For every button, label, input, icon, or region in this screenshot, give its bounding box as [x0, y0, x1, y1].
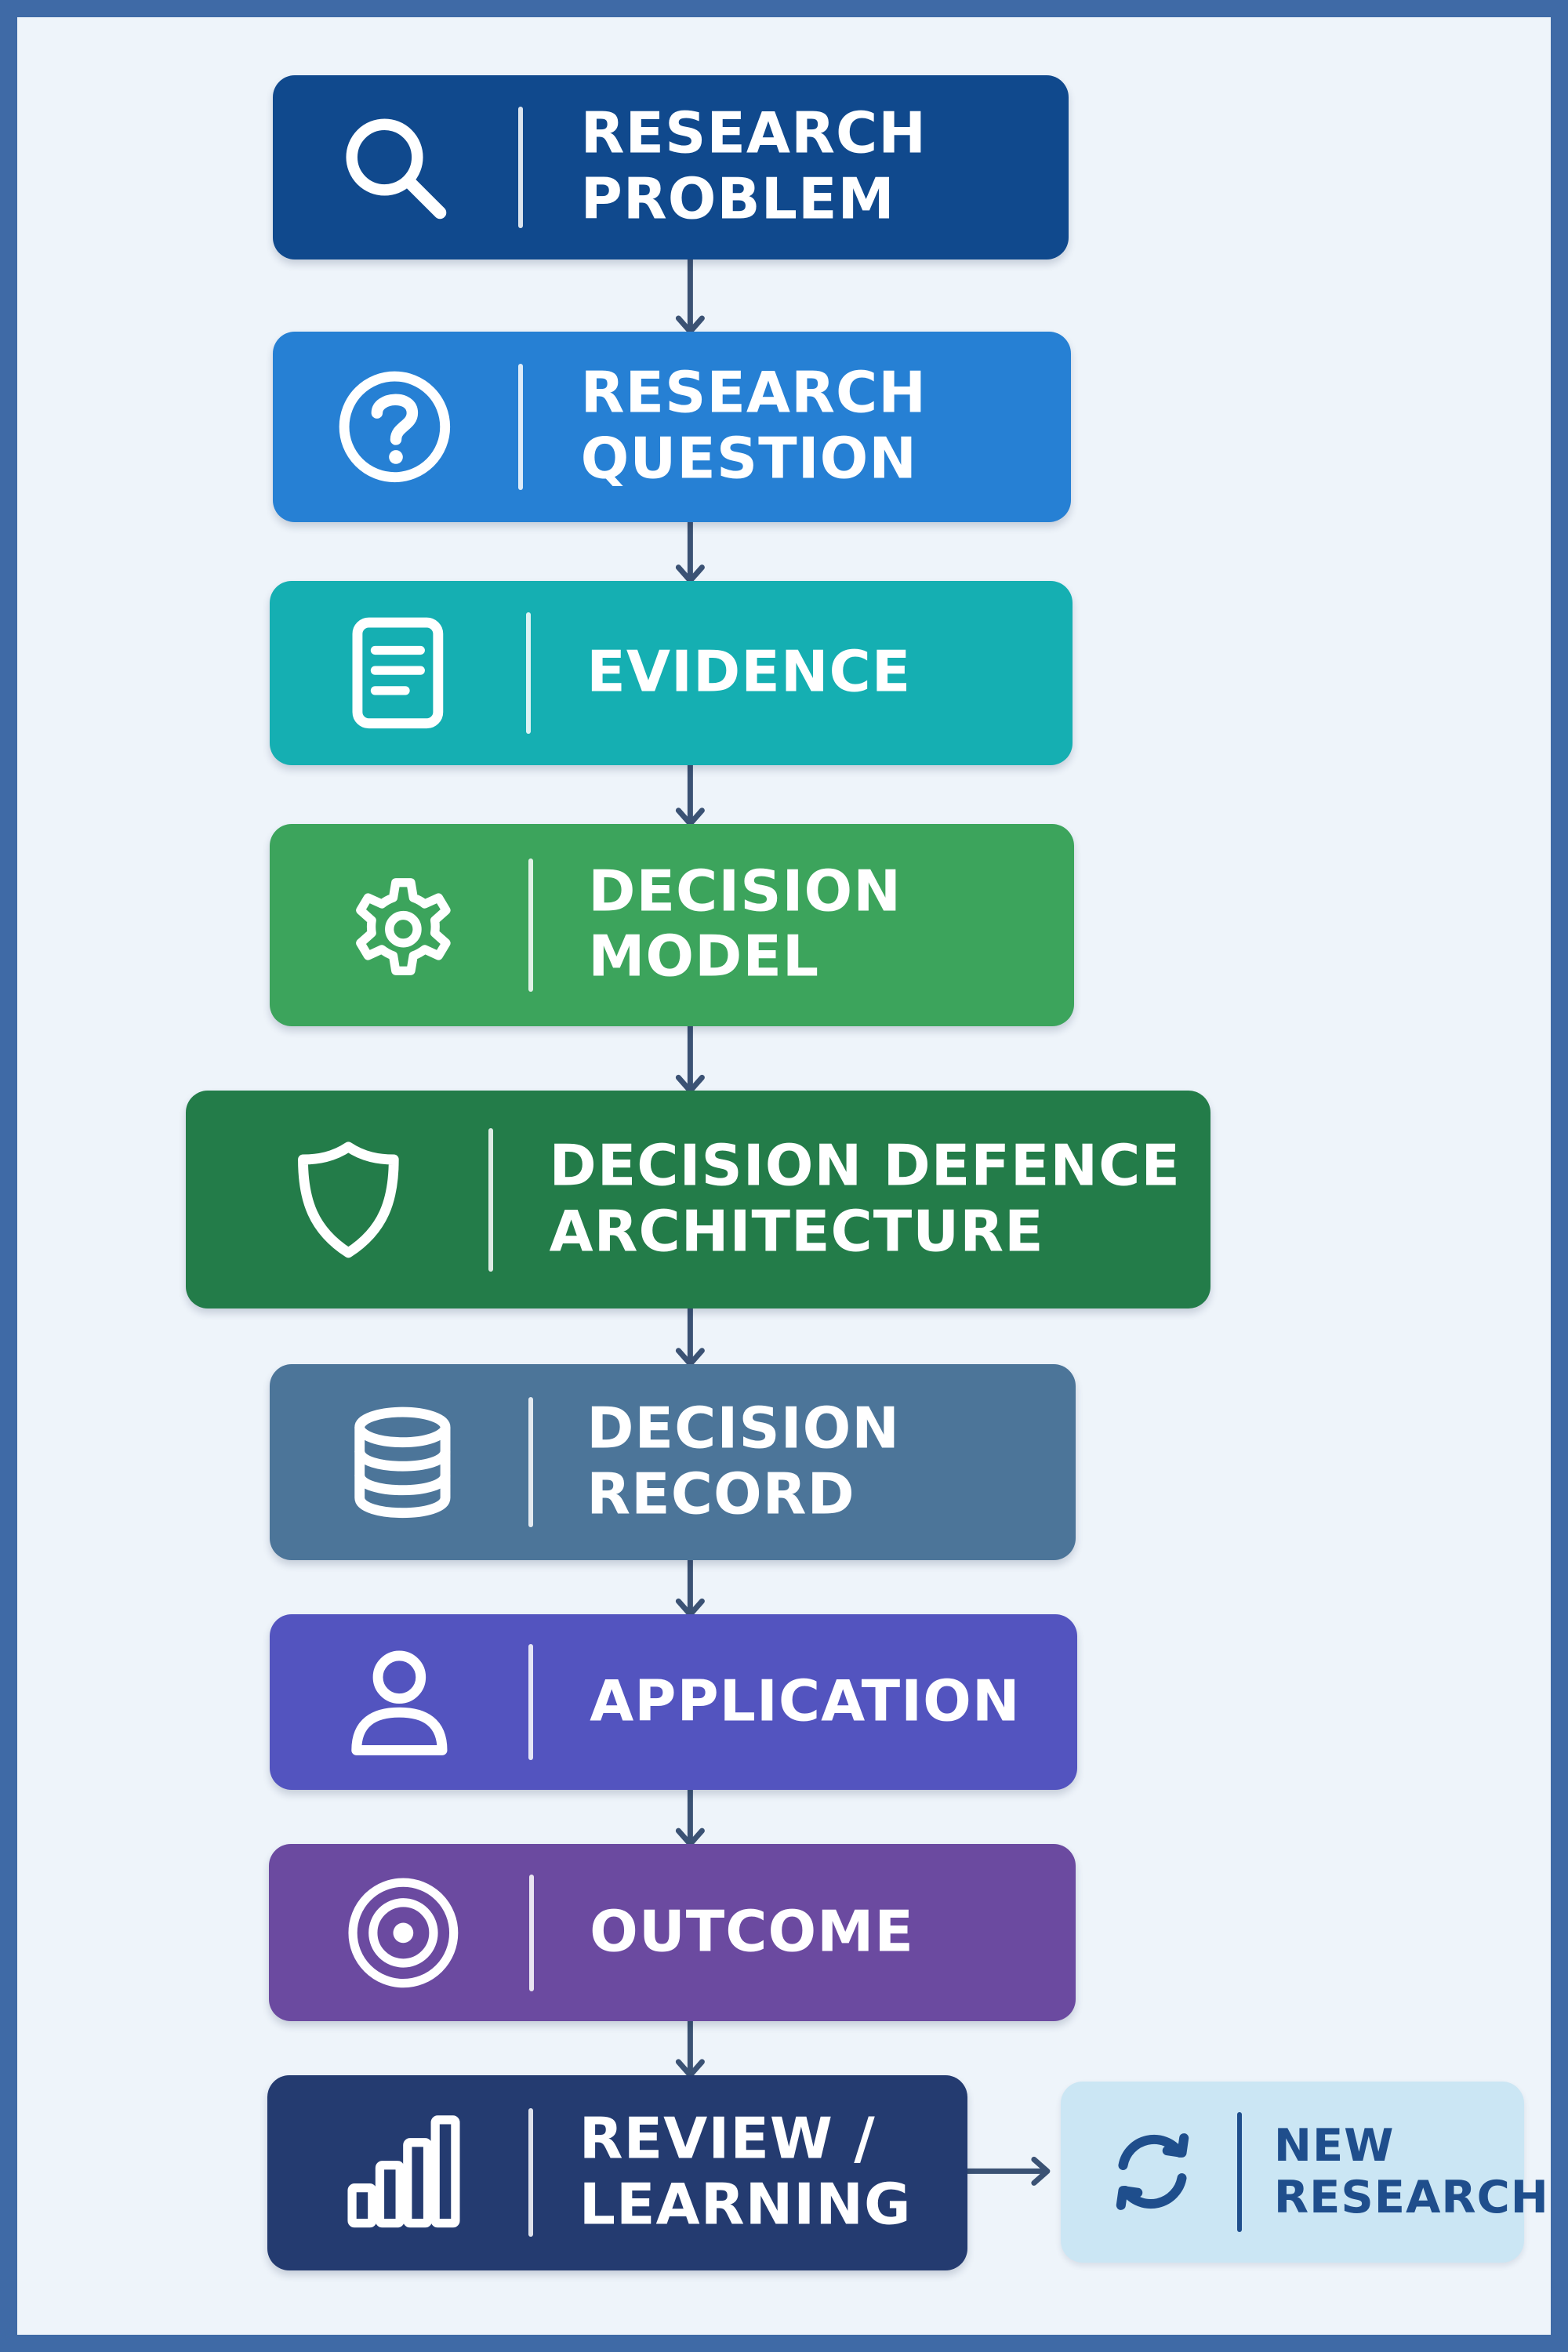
database-icon [339, 1399, 466, 1526]
divider [518, 364, 524, 490]
question-circle-icon [332, 364, 458, 490]
divider [1236, 2111, 1242, 2232]
document-icon [335, 610, 461, 736]
divider [525, 612, 531, 735]
label-line: RESEARCH [1273, 2171, 1549, 2224]
arrow-1-to-2 [675, 256, 705, 335]
label-line: RESEARCH [580, 100, 927, 167]
arrow-to-new-research [964, 2156, 1051, 2186]
application-box: APPLICATION [270, 1614, 1078, 1791]
label-line: DECISION [586, 1396, 901, 1462]
target-icon [340, 1870, 466, 1996]
arrow-6-to-7 [675, 1557, 705, 1617]
label-line: RESEARCH [580, 361, 927, 427]
arrow-4-to-5 [675, 1023, 705, 1094]
user-icon [336, 1639, 463, 1766]
divider [528, 858, 534, 993]
label-line: REVIEW / [579, 2106, 876, 2172]
review-learning-box: REVIEW /LEARNING [267, 2074, 968, 2270]
label-line: QUESTION [580, 426, 918, 492]
label-line: NEW [1273, 2119, 1395, 2172]
divider [488, 1127, 493, 1272]
shield-icon [285, 1137, 412, 1263]
outcome-label: OUTCOME [590, 1899, 914, 1965]
divider [528, 1397, 534, 1527]
arrow-5-to-6 [675, 1305, 705, 1367]
divider [518, 106, 524, 229]
label-line: PROBLEM [580, 166, 895, 233]
label-line: LEARNING [579, 2172, 912, 2238]
outcome-box: OUTCOME [268, 1844, 1076, 2021]
search-icon [332, 104, 458, 230]
evidence-label: EVIDENCE [586, 639, 912, 706]
label-line: MODEL [588, 924, 820, 990]
arrow-8-to-9 [675, 2018, 705, 2078]
divider [528, 2108, 534, 2238]
gear-icon [340, 862, 466, 989]
label-line: APPLICATION [590, 1668, 1021, 1735]
bar-chart-icon [339, 2110, 466, 2236]
evidence-box: EVIDENCE [270, 580, 1073, 766]
label-line: DECISION DEFENCE [549, 1133, 1181, 1200]
review-learning-label: REVIEW /LEARNING [579, 2107, 912, 2238]
application-label: APPLICATION [590, 1668, 1021, 1735]
label-line: OUTCOME [590, 1899, 914, 1965]
label-line: EVIDENCE [586, 639, 912, 706]
label-line: DECISION [588, 858, 902, 925]
arrow-2-to-3 [675, 519, 705, 584]
label-line: RECORD [586, 1461, 855, 1528]
divider [528, 1874, 534, 1991]
divider [528, 1644, 534, 1761]
arrow-3-to-4 [675, 762, 705, 827]
refresh-icon [1100, 2119, 1205, 2224]
arrow-7-to-8 [675, 1787, 705, 1847]
label-line: ARCHITECTURE [549, 1199, 1044, 1265]
